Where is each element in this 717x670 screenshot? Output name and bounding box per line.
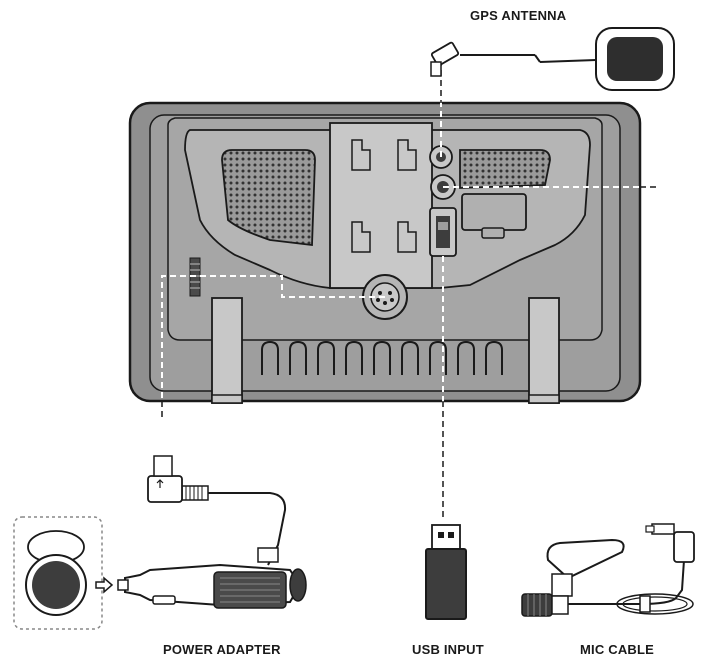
power-adapter-label: POWER ADAPTER <box>163 642 281 657</box>
speaker-grille-right <box>459 149 551 189</box>
power-adapter <box>13 455 307 630</box>
vent-slots <box>261 340 503 375</box>
port-cover <box>461 193 527 239</box>
bracket-legs <box>211 297 560 404</box>
connection-lines-outside <box>161 60 658 520</box>
mic-cable <box>521 523 695 617</box>
arrow-left-icon <box>95 576 114 594</box>
gps-antenna-label: GPS ANTENNA <box>470 8 567 23</box>
usb-port <box>429 207 457 257</box>
speaker-grille-left <box>221 149 316 247</box>
usb-input-label: USB INPUT <box>412 642 484 657</box>
gps-antenna <box>430 27 675 91</box>
mic-cable-label: MIC CABLE <box>580 642 655 657</box>
usb-input-device <box>425 524 467 620</box>
